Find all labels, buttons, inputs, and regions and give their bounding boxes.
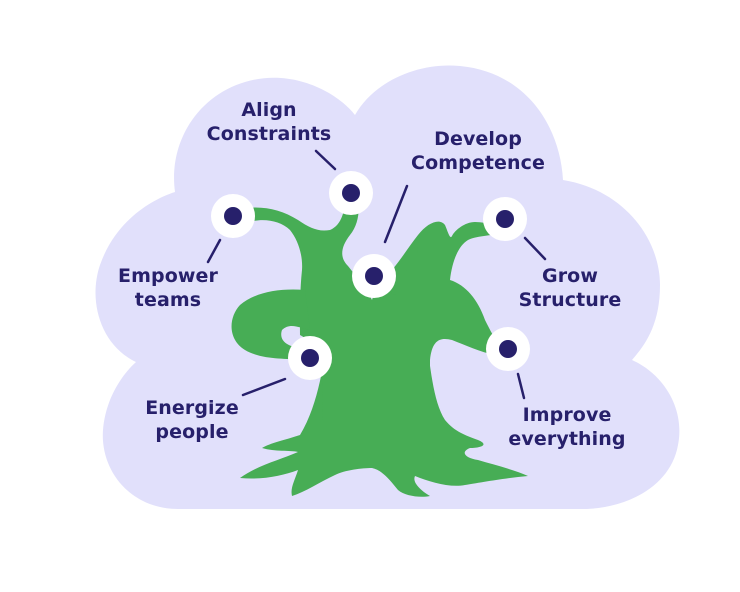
label-grow-structure: Grow Structure (500, 264, 640, 312)
label-line: teams (134, 289, 202, 311)
leader-lines (206, 149, 547, 400)
label-develop-competence: Develop Competence (398, 127, 558, 175)
label-line: Structure (518, 289, 622, 311)
label-line: Empower (118, 265, 218, 287)
eye-pupil (496, 210, 514, 228)
eye-grow-structure (483, 197, 527, 241)
eye-energize-people (288, 336, 332, 380)
eye-pupil (301, 349, 319, 367)
label-line: everything (508, 428, 626, 450)
eye-improve-everything (486, 327, 530, 371)
label-line: Improve (522, 404, 612, 426)
leader-line-empower-teams (206, 238, 222, 264)
label-empower-teams: Empower teams (100, 264, 236, 312)
tree-crown (246, 198, 505, 420)
eye-pupil (342, 184, 360, 202)
tree (231, 198, 528, 497)
eye-pupil (365, 267, 383, 285)
eye-pupil (499, 340, 517, 358)
label-energize-people: Energize people (124, 396, 260, 444)
label-line: Grow (542, 265, 598, 287)
label-improve-everything: Improve everything (497, 403, 637, 451)
leader-line-energize-people (241, 377, 287, 397)
eye-align-constraints (329, 171, 373, 215)
eyes (211, 171, 530, 380)
leader-line-align-constraints (314, 149, 337, 171)
label-line: Align (241, 99, 297, 121)
leader-line-grow-structure (523, 236, 547, 261)
label-line: people (155, 421, 229, 443)
leader-line-develop-competence (383, 184, 409, 244)
eye-pupil (224, 207, 242, 225)
tree-branch-left-curl (231, 289, 310, 360)
leader-line-improve-everything (516, 372, 526, 400)
label-line: Constraints (206, 123, 332, 145)
label-align-constraints: Align Constraints (199, 98, 339, 146)
label-line: Energize (145, 397, 239, 419)
eye-empower-teams (211, 194, 255, 238)
label-line: Develop (434, 128, 522, 150)
eye-develop-competence (352, 254, 396, 298)
label-line: Competence (411, 152, 545, 174)
